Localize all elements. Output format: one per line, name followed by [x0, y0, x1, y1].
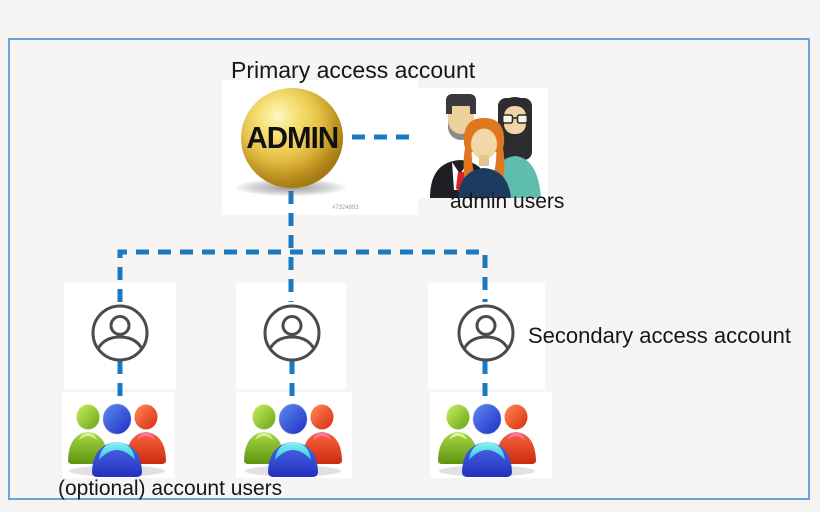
admin-sphere-icon: ADMIN — [241, 88, 343, 188]
optional-users-label: (optional) account users — [58, 477, 283, 500]
secondary-account-icon-3 — [457, 304, 515, 362]
secondary-account-icon-2 — [263, 304, 321, 362]
secondary-account-icon-1 — [91, 304, 149, 362]
stock-watermark: #7324893 — [332, 205, 359, 211]
admin-users-image — [430, 94, 541, 198]
blue-person — [268, 402, 318, 477]
admin-users-label: admin users — [450, 190, 565, 213]
account-users-group-icon-1 — [68, 402, 166, 477]
account-users-group-icon-3 — [438, 402, 536, 477]
primary-account-label: Primary access account — [231, 57, 476, 83]
admin-woman-orange-hair — [458, 118, 511, 198]
blue-person — [92, 402, 142, 477]
green-person — [68, 404, 108, 464]
account-users-group-icon-2 — [244, 402, 342, 477]
blue-person — [462, 402, 512, 477]
admin-sphere-text: ADMIN — [246, 120, 339, 155]
secondary-account-label: Secondary access account — [528, 323, 791, 348]
